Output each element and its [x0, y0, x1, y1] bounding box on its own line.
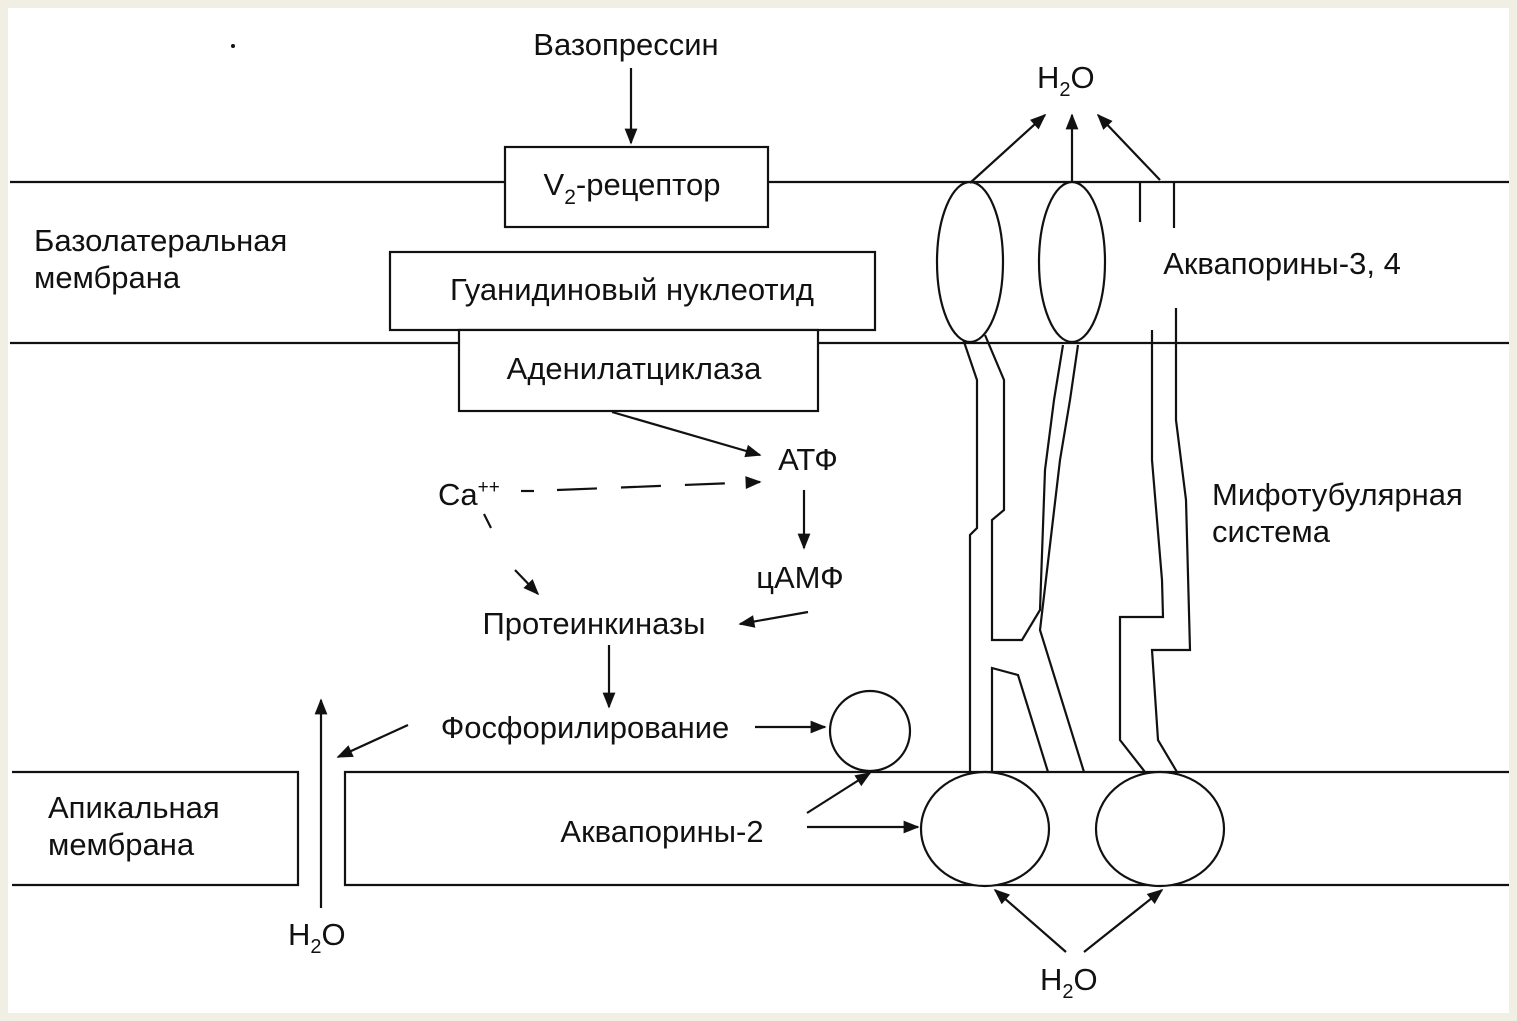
arrow-aquaporins2-to-vesicle	[806, 772, 872, 814]
adenylate-cyclase-label: Аденилатциклаза	[507, 351, 762, 386]
microtubular-tubes	[958, 182, 1192, 773]
water-bottom-sub: 2	[1062, 981, 1073, 1003]
arrow-calcium-to-proteinkinases	[514, 569, 540, 596]
water-bottom-o: O	[1074, 962, 1098, 997]
water-apical-o: O	[322, 917, 346, 952]
basolateral-label-line2: мембрана	[34, 260, 181, 295]
aquaporin-3-channel	[935, 180, 1005, 344]
vasopressin-mechanism-diagram: Вазопрессин V2-рецептор Базолатеральная …	[10, 27, 1509, 1003]
water-apical-sub: 2	[310, 936, 321, 958]
arrow-water-to-aquaporin-2-left	[993, 888, 1067, 953]
water-top-h: H	[1037, 60, 1059, 95]
apical-label-line1: Апикальная	[48, 790, 220, 825]
arrows	[314, 68, 1164, 953]
calcium-pathway	[483, 476, 762, 596]
aquaporin-2-right	[1094, 770, 1226, 888]
arrow-channel-to-water	[1096, 113, 1161, 181]
water-top-o: O	[1071, 60, 1095, 95]
arrow-water-to-aquaporin-2-right	[1083, 889, 1164, 953]
tube-1-left-wall	[958, 329, 979, 772]
proteinkinases-label: Протеинкиназы	[483, 606, 706, 641]
atp-label: АТФ	[778, 442, 838, 477]
arrow-calcium-to-atp	[556, 476, 762, 492]
calcium-symbol: Ca	[438, 477, 478, 512]
arrow-camp-to-proteinkinases	[738, 610, 809, 628]
camp-label: цАМФ	[756, 560, 843, 595]
v2-subscript: 2	[564, 186, 576, 209]
arrow-aquaporin3-to-water	[969, 113, 1047, 184]
calcium-dash-1	[483, 513, 492, 529]
aquaporin-4-channel	[1037, 180, 1107, 344]
arrow-phosphorylation-to-apical-pore	[336, 723, 409, 759]
water-top-sub: 2	[1059, 79, 1070, 101]
vasopressin-label: Вазопрессин	[533, 27, 718, 62]
apical-label-line2: мембрана	[48, 827, 195, 862]
aquaporins-3-4-label: Аквапорины-3, 4	[1163, 246, 1401, 281]
arrow-adenylate-to-atp	[611, 410, 762, 458]
calcium-label: Ca++	[438, 477, 500, 512]
tube-3-left-wall	[1118, 330, 1165, 773]
aquaporin-2-left	[919, 770, 1051, 888]
v2-prefix: V	[544, 167, 565, 202]
apical-membrane	[12, 770, 1509, 887]
tube-2-left-wall	[990, 666, 1050, 773]
microtubular-label-line2: система	[1212, 514, 1331, 549]
tube-3-right-wall	[1150, 308, 1192, 773]
tube-2-right-wall	[1038, 344, 1086, 773]
water-bottom-h: H	[1040, 962, 1062, 997]
calcium-charge: ++	[478, 477, 500, 498]
water-label-bottom: H2O	[1040, 962, 1098, 1003]
microtubular-label-line1: Мифотубулярная	[1212, 477, 1463, 512]
adenylate-cyclase-box	[457, 328, 820, 413]
water-label-apical: H2O	[288, 917, 346, 958]
aquaporins-2-label: Аквапорины-2	[560, 814, 763, 849]
water-apical-h: H	[288, 917, 310, 952]
stray-dot	[231, 44, 235, 48]
apical-membrane-left-part	[12, 770, 300, 887]
water-label-top: H2O	[1037, 60, 1095, 101]
apical-membrane-right-part	[343, 770, 1509, 887]
basolateral-label-line1: Базолатеральная	[34, 223, 287, 258]
v2-suffix: -рецептор	[576, 167, 721, 202]
v2-receptor-label: V2-рецептор	[544, 167, 721, 209]
aquaporin-vesicle	[828, 689, 912, 773]
v2-receptor-box	[503, 145, 770, 229]
phosphorylation-label: Фосфорилирование	[441, 710, 730, 745]
guanine-nucleotide-label: Гуанидиновый нуклеотид	[450, 272, 814, 307]
tube-1-right-wall	[983, 334, 1065, 642]
diagram-canvas: Вазопрессин V2-рецептор Базолатеральная …	[8, 8, 1509, 1013]
